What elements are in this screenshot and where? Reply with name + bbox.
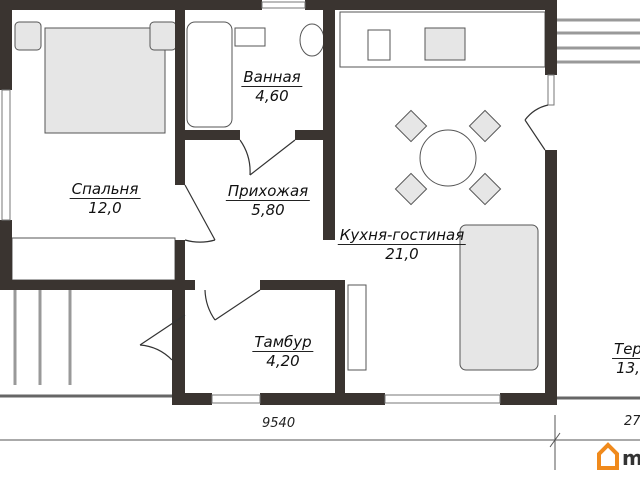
walls: [0, 0, 557, 405]
house-logo-icon: [597, 442, 619, 470]
stove: [424, 27, 466, 61]
windows: [1, 1, 555, 404]
dining-table: [419, 129, 477, 187]
dimension-right: 27: [624, 414, 640, 429]
wardrobe: [11, 237, 176, 281]
bed: [44, 27, 166, 134]
shoe-cabinet: [347, 284, 367, 371]
kitchen-sink: [367, 29, 391, 61]
sofa: [459, 224, 539, 371]
terrace-deck: [0, 18, 640, 400]
dimension-main: 9540: [262, 416, 296, 431]
logo-text: m: [622, 446, 640, 470]
doors: [139, 104, 549, 361]
dimension-line: [0, 415, 640, 470]
sink: [234, 27, 266, 47]
bathtub: [186, 21, 233, 128]
toilet: [299, 23, 325, 57]
